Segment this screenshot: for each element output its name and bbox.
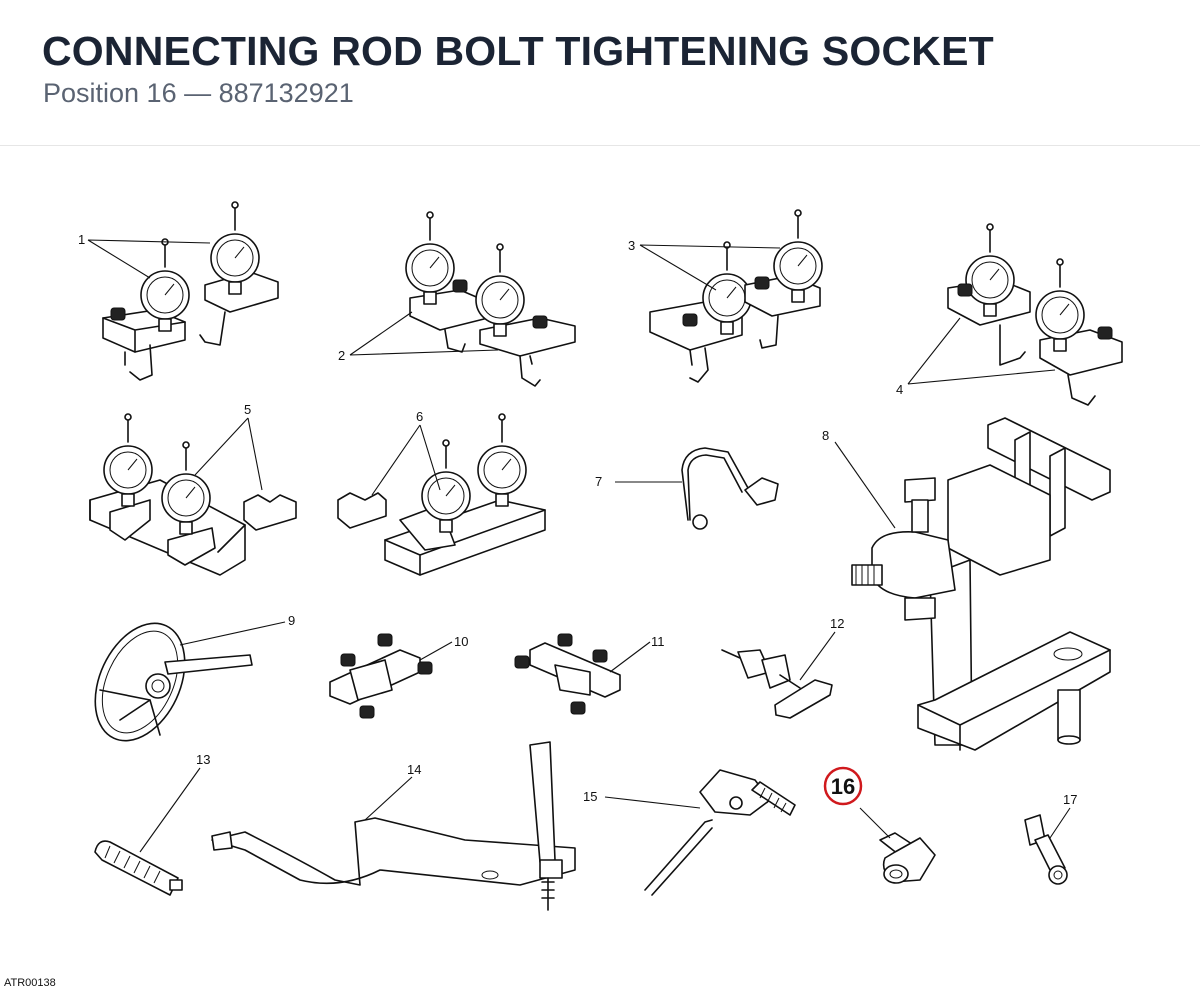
callout-5: 5 — [244, 402, 251, 417]
callout-15: 15 — [583, 789, 597, 804]
tool-5-gauge-base — [89, 413, 297, 576]
tool-16-connecting-rod-socket — [879, 832, 936, 884]
tool-4-gauge-pair — [947, 223, 1123, 406]
tool-3-gauge-pair — [649, 209, 823, 383]
callout-1: 1 — [78, 232, 85, 247]
page-subtitle: Position 16 — 887132921 — [43, 78, 354, 108]
tool-2-gauge-pair — [405, 211, 576, 387]
callout-9: 9 — [288, 613, 295, 628]
tool-9-angle-disc — [94, 622, 253, 742]
callout-11: 11 — [651, 634, 665, 649]
callout-16-highlighted: 16 — [831, 774, 855, 799]
callout-6: 6 — [416, 409, 423, 424]
tool-7-hook — [681, 447, 779, 530]
callout-7: 7 — [595, 474, 602, 489]
callout-13: 13 — [196, 752, 210, 767]
callout-labels: 1 2 3 4 5 6 7 8 9 10 11 12 13 14 15 17 1… — [78, 232, 1077, 807]
highlight-ring — [823, 766, 863, 806]
tool-6-gauge-base — [337, 413, 546, 576]
tool-13-knurled-bar — [94, 840, 183, 896]
callout-17: 17 — [1063, 792, 1077, 807]
page-title: CONNECTING ROD BOLT TIGHTENING SOCKET — [42, 28, 994, 74]
tool-17-wrench — [1024, 814, 1068, 885]
callout-10: 10 — [454, 634, 468, 649]
tool-10-bar-fixture — [329, 633, 433, 719]
tool-12-t-handle — [721, 649, 833, 719]
tool-8-fixture — [851, 417, 1111, 751]
callout-4: 4 — [896, 382, 903, 397]
tool-15-crank — [644, 769, 796, 896]
callout-3: 3 — [628, 238, 635, 253]
callout-2: 2 — [338, 348, 345, 363]
drawing-code: ATR00138 — [4, 977, 56, 989]
header: CONNECTING ROD BOLT TIGHTENING SOCKET Po… — [0, 0, 1200, 146]
tool-1-gauge-pair — [102, 201, 279, 381]
tool-14-arm-puller — [211, 741, 576, 911]
callout-14: 14 — [407, 762, 421, 777]
leader-lines — [87, 239, 1071, 853]
callout-12: 12 — [830, 616, 844, 631]
tool-11-bar-fixture — [514, 633, 621, 715]
callout-8: 8 — [822, 428, 829, 443]
